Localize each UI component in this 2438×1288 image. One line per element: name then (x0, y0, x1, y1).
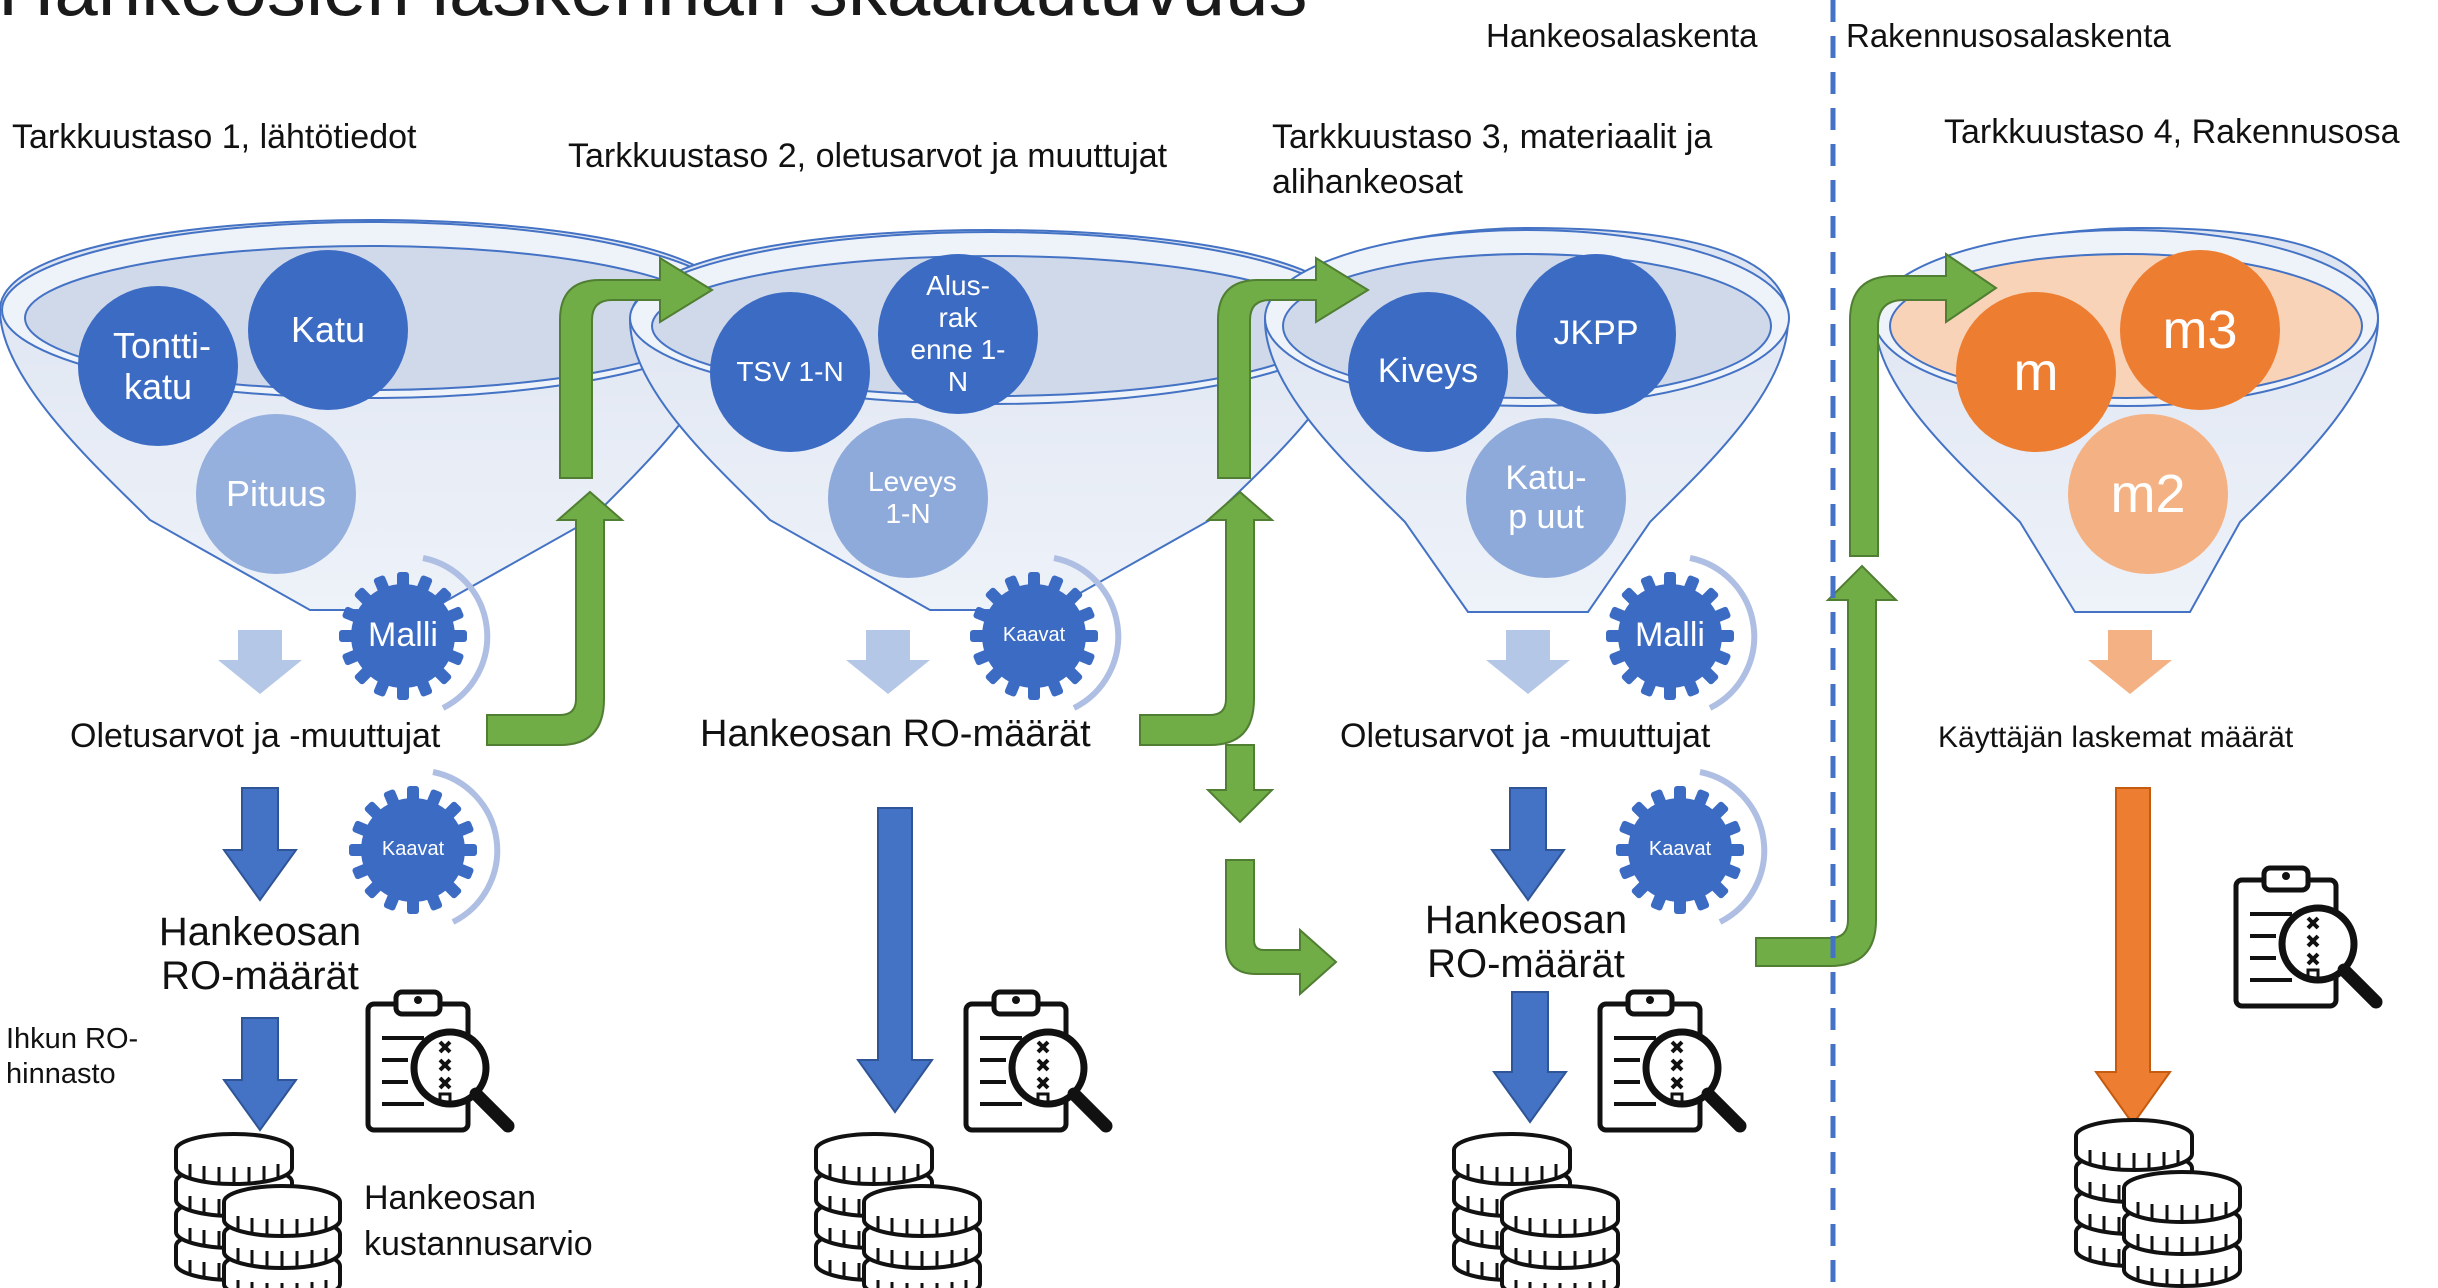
clipboard-search-icon (966, 992, 1106, 1130)
coins-icon (176, 1134, 340, 1288)
clipboard-search-icon (2236, 868, 2376, 1006)
circle-m3: m3 (2120, 250, 2280, 410)
level-3-label: Tarkkuustaso 3, materiaalit ja alihankeo… (1272, 118, 1713, 201)
level-2-output: Hankeosan RO-määrät (700, 713, 1091, 755)
gear-label-malli-3: Malli (1635, 616, 1705, 654)
level-1-output: Oletusarvot ja -muuttujat (70, 717, 441, 755)
circle-jkpp: JKPP (1516, 254, 1676, 414)
arrow-icon (856, 807, 934, 1114)
level-2-label: Tarkkuustaso 2, oletusarvot ja muuttujat (568, 137, 1168, 175)
circle-m: m (1956, 292, 2116, 452)
circle-pituus: Pituus (196, 414, 356, 574)
level-4-output: Käyttäjän laskemat määrät (1938, 721, 2294, 754)
arrow-icon (486, 252, 1998, 997)
circle-katu: Katu (248, 250, 408, 410)
level-3-result: Hankeosan RO-määrät (1424, 898, 1628, 986)
arrow-icon (1490, 787, 1566, 902)
level-1-label: Tarkkuustaso 1, lähtötiedot (12, 118, 417, 156)
level-1-result: Hankeosan RO-määrät (158, 910, 362, 998)
arrow-icon (218, 630, 302, 694)
arrow-icon (2088, 630, 2172, 694)
section-label-hankeosalaskenta: Hankeosalaskenta (1486, 17, 1758, 54)
coins-icon (816, 1134, 980, 1288)
arrow-icon (222, 787, 298, 902)
circle-tsv: TSV 1-N (710, 292, 870, 452)
circle-katuputki: Katu-p uut (1466, 418, 1626, 578)
section-label-rakennusosalaskenta: Rakennusosalaskenta (1846, 17, 2171, 54)
clipboard-search-icon (1600, 992, 1740, 1130)
gear-label-kaavat-2: Kaavat (1002, 624, 1066, 646)
gear-label-malli-1: Malli (368, 616, 438, 654)
circle-kiveys: Kiveys (1348, 292, 1508, 452)
price-list-label: Ihkun RO-hinnasto (6, 1023, 139, 1090)
circle-leveys: Leveys 1-N (828, 418, 988, 578)
circle-tontti-katu: Tontti-katu (78, 286, 238, 446)
cost-estimate-label: Hankeosan kustannusarvio (364, 1179, 593, 1263)
clipboard-search-icon (368, 992, 508, 1130)
level-3-output: Oletusarvot ja -muuttujat (1340, 717, 1711, 755)
circle-m2: m2 (2068, 414, 2228, 574)
arrow-icon (222, 1017, 298, 1132)
circle-alusrakenne: Alus-rak enne 1-N (878, 254, 1038, 414)
arrow-icon (2094, 787, 2172, 1126)
arrow-icon (1486, 630, 1570, 694)
coins-icon (1454, 1134, 1618, 1288)
arrow-icon (1492, 991, 1568, 1124)
arrow-icon (846, 630, 930, 694)
level-4-label: Tarkkuustaso 4, Rakennusosa (1944, 113, 2400, 151)
gear-label-kaavat-1: Kaavat (381, 838, 445, 860)
coins-icon (2076, 1120, 2240, 1286)
page-title: Hankeosien laskennan skaalautuvuus (0, 0, 1308, 36)
gear-label-kaavat-3: Kaavat (1648, 838, 1712, 860)
